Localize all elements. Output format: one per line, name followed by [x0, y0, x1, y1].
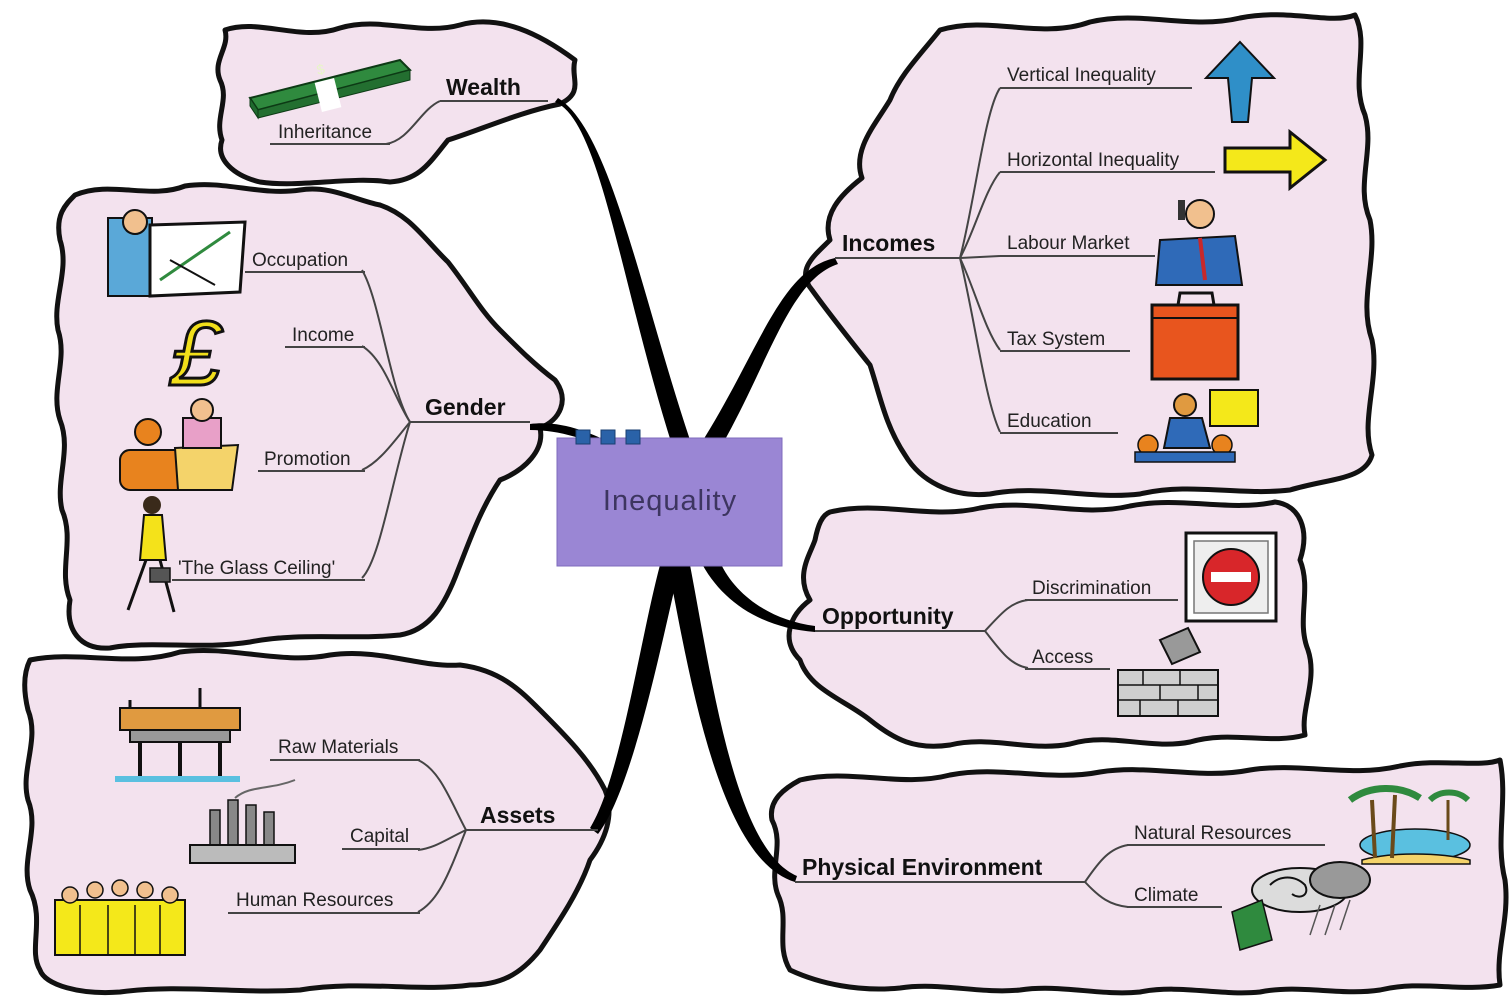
trunk-incomes — [700, 258, 838, 445]
pound-sign-icon: £ — [168, 302, 225, 407]
no-entry-sign-icon — [1184, 531, 1278, 623]
teacher-classroom-icon — [1134, 389, 1259, 463]
businesswoman-walking-icon — [126, 496, 176, 613]
central-topic[interactable]: Inequality — [556, 429, 783, 567]
branch-physical-environment[interactable]: Physical Environment Natural Resources C… — [795, 823, 1325, 908]
architect-drawing-icon — [107, 209, 247, 298]
money-stack-icon: $ — [248, 58, 412, 120]
branch-label-incomes: Incomes — [842, 230, 935, 256]
sub-label-natural-resources: Natural Resources — [1134, 823, 1291, 844]
sub-label-income: Income — [292, 325, 354, 346]
central-box — [556, 437, 783, 567]
brick-wall-icon — [1117, 626, 1219, 717]
sub-label-promotion: Promotion — [264, 449, 351, 470]
branch-incomes[interactable]: Incomes Vertical Inequality Horizontal I… — [835, 65, 1215, 434]
sub-label-human-resources: Human Resources — [236, 890, 393, 911]
trunk-wealth — [555, 98, 690, 445]
branch-label-gender: Gender — [425, 394, 506, 420]
workforce-group-icon — [54, 879, 186, 956]
sub-label-capital: Capital — [350, 826, 409, 847]
branch-label-opportunity: Opportunity — [822, 603, 954, 629]
trunk-opportunity — [700, 560, 815, 632]
sub-label-labour-market: Labour Market — [1007, 233, 1130, 254]
sub-label-horizontal-inequality: Horizontal Inequality — [1007, 150, 1180, 171]
sub-label-vertical-inequality: Vertical Inequality — [1007, 65, 1156, 86]
trunk-gender — [530, 423, 615, 452]
central-handle-1 — [575, 429, 591, 445]
branch-gender[interactable]: Gender Occupation Income Promotion 'The … — [172, 250, 530, 581]
central-handle-3 — [625, 429, 641, 445]
physical-cloud — [768, 757, 1509, 996]
sub-label-access: Access — [1032, 647, 1093, 668]
branch-label-physical-environment: Physical Environment — [802, 854, 1043, 880]
interview-desk-icon — [119, 398, 240, 491]
svg-text:$: $ — [315, 60, 327, 77]
palm-tree-island-icon — [1347, 785, 1471, 865]
sub-label-occupation: Occupation — [252, 250, 348, 271]
sub-label-tax-system: Tax System — [1007, 329, 1105, 350]
branch-label-wealth: Wealth — [446, 74, 521, 100]
businessman-phone-icon — [1154, 199, 1244, 286]
right-arrow-icon — [1223, 128, 1328, 192]
storm-cloud-icon — [1231, 861, 1371, 951]
sub-label-glass-ceiling: 'The Glass Ceiling' — [178, 558, 335, 579]
sub-label-education: Education — [1007, 411, 1092, 432]
sub-label-climate: Climate — [1134, 885, 1198, 906]
factory-icon — [189, 779, 296, 864]
branch-label-assets: Assets — [480, 802, 555, 828]
central-title: Inequality — [603, 485, 737, 517]
gender-cloud — [54, 182, 565, 651]
briefcase-icon — [1150, 291, 1240, 381]
svg-text:£: £ — [169, 303, 223, 405]
up-arrow-icon — [1203, 40, 1277, 123]
trunk-physical — [668, 565, 797, 882]
sub-label-discrimination: Discrimination — [1032, 578, 1151, 599]
sub-label-inheritance: Inheritance — [278, 122, 372, 143]
central-handle-2 — [600, 429, 616, 445]
sub-label-raw-materials: Raw Materials — [278, 737, 398, 758]
trunk-assets — [590, 565, 680, 834]
branch-wealth[interactable]: Wealth Inheritance — [270, 74, 548, 145]
branch-opportunity[interactable]: Opportunity Discrimination Access — [815, 578, 1178, 670]
branch-assets[interactable]: Assets Raw Materials Capital Human Resou… — [228, 737, 598, 914]
oil-rig-icon — [115, 688, 241, 782]
